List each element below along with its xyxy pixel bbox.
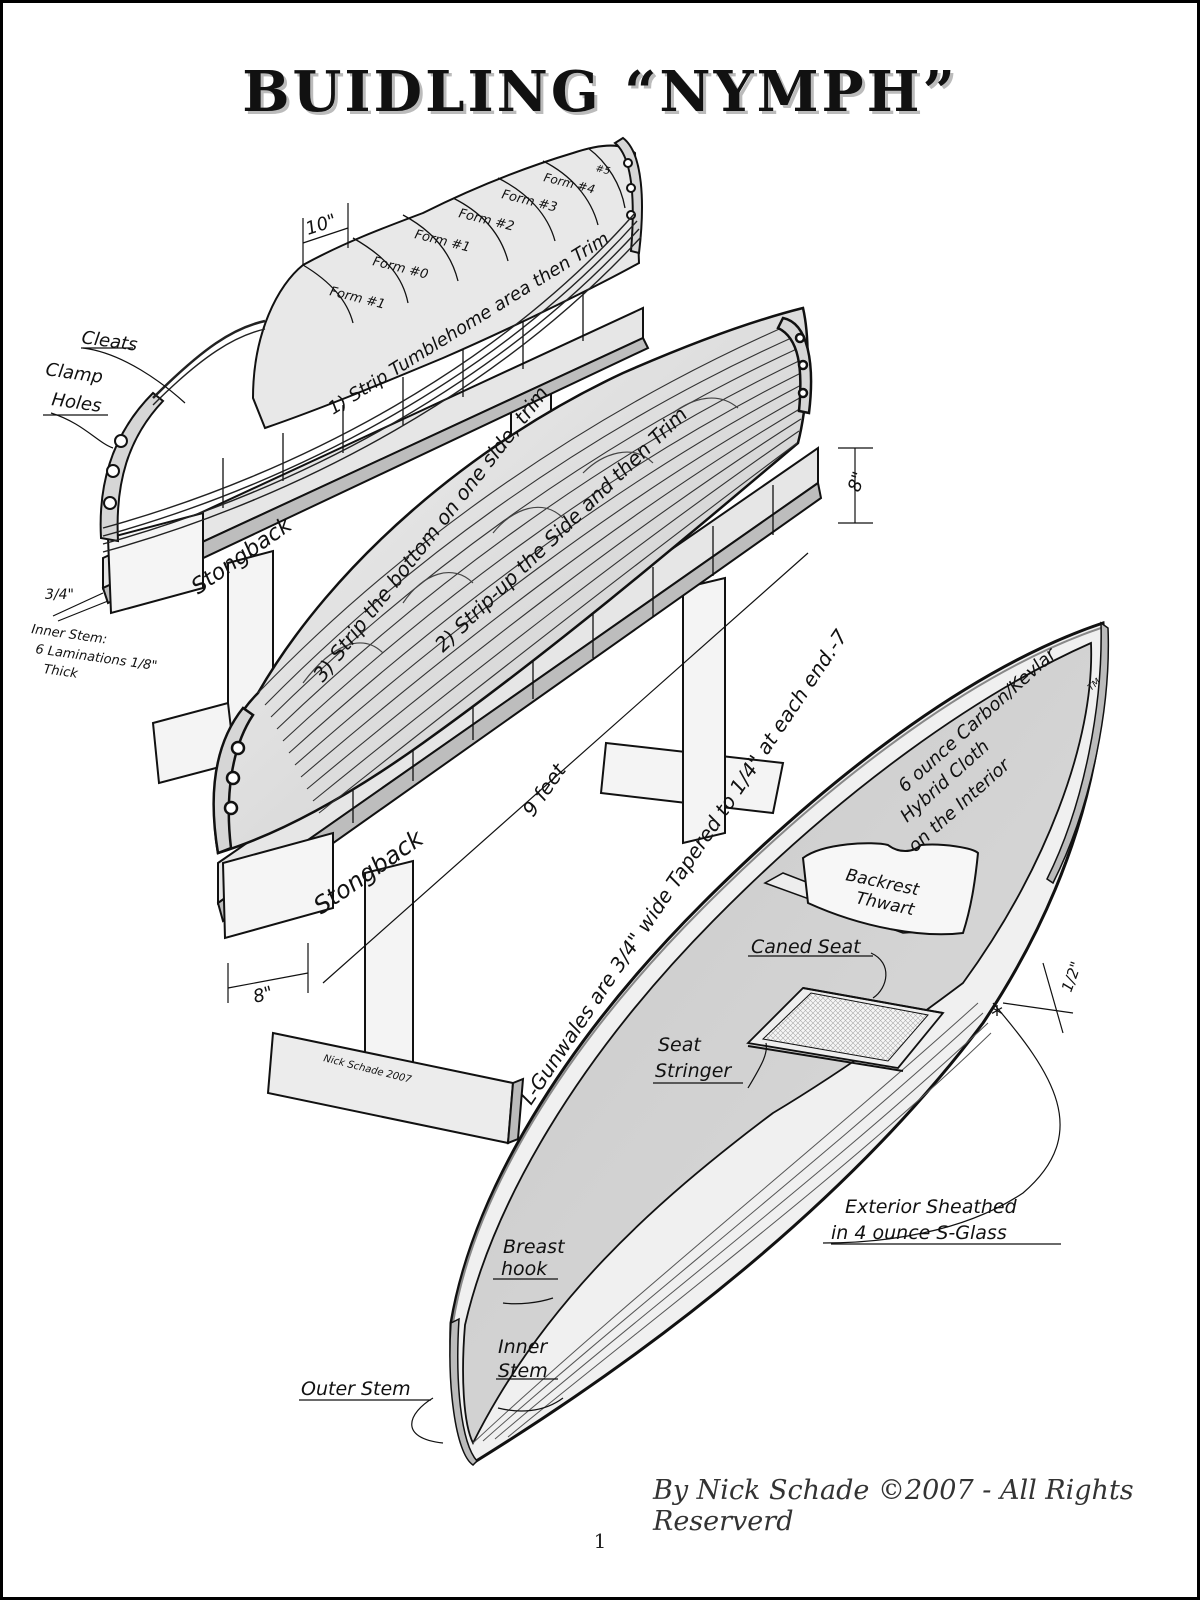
cleats-label: Cleats [80, 327, 138, 356]
ten-inch-dimension: 10" [303, 210, 339, 240]
asterisk-marker: * [991, 1001, 1003, 1029]
finished-canoe [449, 620, 1110, 1466]
seat-stringer-label-2: Stringer [655, 1060, 732, 1082]
breast-hook-label-1: Breast [503, 1236, 566, 1258]
boat-building-illustration: #5 Form #4 Form #3 Form #2 Form #1 Form … [30, 136, 1110, 1466]
nine-feet-dimension: 9 feet [517, 758, 571, 821]
copyright-credit: By Nick Schade ©2007 - All Rights Reserv… [653, 1475, 1134, 1537]
clamp-label: Clamp [44, 359, 104, 388]
exterior-sheathed-label-1: Exterior Sheathed [845, 1196, 1018, 1218]
half-inch-dimension: 1/2" [1058, 959, 1086, 994]
caned-seat-label: Caned Seat [751, 936, 862, 958]
page-title: BUIDLING “NYMPH” [242, 59, 958, 125]
inner-stem-label-1: Inner [498, 1336, 548, 1358]
breast-hook-label-2: hook [501, 1258, 548, 1280]
outer-stem-label: Outer Stem [301, 1378, 411, 1400]
dimension-lines [52, 203, 1074, 1034]
holes-label: Holes [50, 389, 102, 417]
three-quarter-dimension: 3/4" [45, 587, 74, 603]
inner-stem-note-3: Thick [42, 662, 79, 682]
exterior-sheathed-label-2: in 4 ounce S-Glass [831, 1222, 1007, 1244]
lower-strongback [216, 446, 823, 940]
inner-stem-label-2: Stem [498, 1360, 548, 1382]
upper-strips [102, 212, 642, 553]
middle-hull [212, 306, 813, 855]
upper-strongback [101, 293, 650, 615]
page-number: 1 [593, 1529, 607, 1553]
leader-lines [43, 347, 1061, 1444]
eight-inch-bottom: 8" [251, 982, 275, 1007]
eight-inch-right: 8" [844, 469, 870, 495]
form-5-label: #5 [594, 163, 611, 177]
seat-stringer-label-1: Seat [658, 1034, 702, 1056]
